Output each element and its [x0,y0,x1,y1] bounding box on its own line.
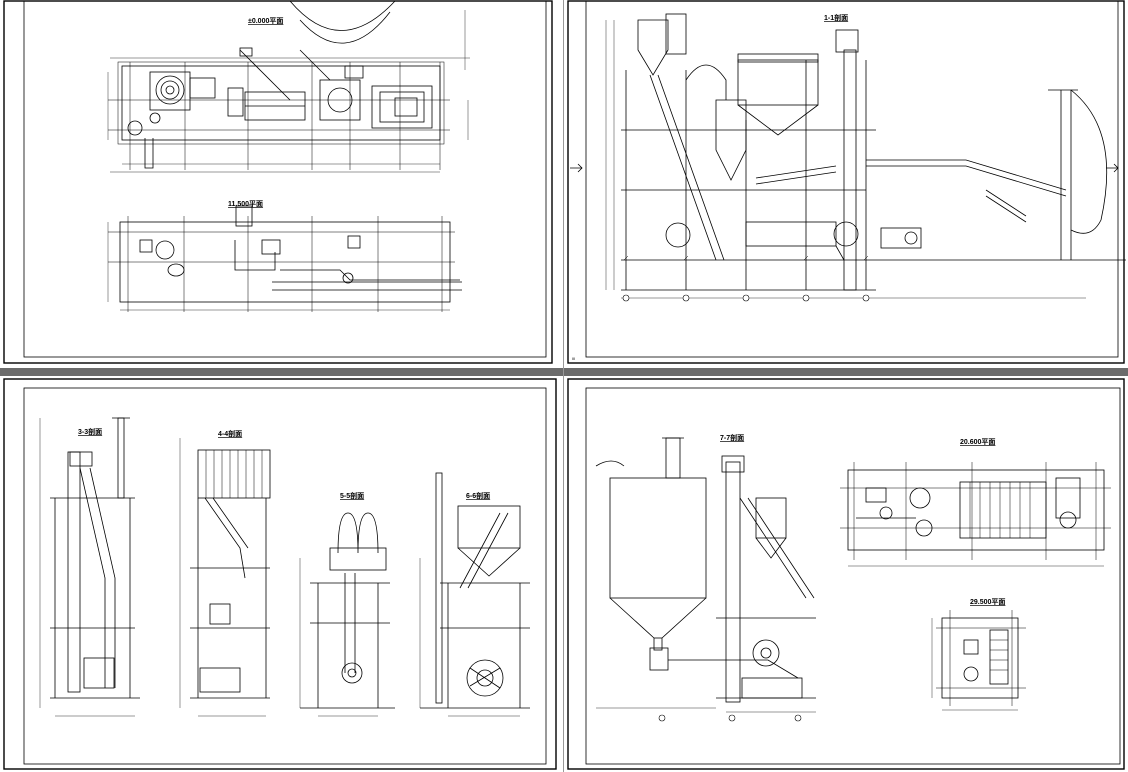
section-1-1-dimensions [605,20,1086,299]
plan-11500-equipment [139,205,462,291]
plan-ground-equipment [127,47,433,169]
bottom-left-dimensions [39,418,520,717]
plan-11500-title: 11.500平面 [228,200,263,208]
sheet-bottom-right[interactable]: 7-7剖面 20.600平面 [566,378,1128,772]
plan-ground-outline [121,65,441,141]
frame-outer [3,378,557,770]
section-6-6-structure [420,472,530,709]
page-marker: III [572,356,575,361]
section-3-3-title: 3-3剖面 [78,427,102,436]
plan-ground-title: ±0.000平面 [248,17,283,25]
section-7-7-elevator [716,455,816,703]
section-1-1-title: 1-1剖面 [824,13,848,22]
section-5-5-structure [300,512,395,709]
sheet-divider-line [563,0,564,772]
bottom-left-drawing: 3-3剖面 4-4剖面 5-5剖面 [3,378,557,770]
frame-inner [23,0,547,358]
section-7-7-title: 7-7剖面 [720,433,744,442]
section-1-1-structure [621,13,1126,291]
sheet-top-left[interactable]: ±0.000平面 [0,0,560,366]
frame-outer [3,0,553,364]
plan-ground-grid [108,62,450,170]
frame-outer [567,378,1125,770]
plan-20600-title: 20.600平面 [960,438,995,446]
section-6-6-title: 6-6剖面 [466,491,490,500]
sheet-divider-bar [0,368,1128,376]
silo-circle-arc [289,0,396,31]
frame-inner [23,387,547,765]
section-5-5-title: 5-5剖面 [340,491,364,500]
sheet-top-right[interactable]: 1-1剖面 III [566,0,1128,366]
section-1-1-hatching [623,255,869,261]
plan-20600-outline [847,469,1105,551]
top-left-drawing: ±0.000平面 [3,0,553,364]
bottom-right-drawing: 7-7剖面 20.600平面 [567,378,1125,770]
sheet-bottom-left[interactable]: 3-3剖面 4-4剖面 5-5剖面 [0,378,560,772]
section-1-1-grid-bubbles [622,294,870,302]
frame-inner [585,0,1119,358]
section-3-3-structure [50,417,140,699]
plan-29500-equipment [963,629,1009,685]
plan-20600-equipment [856,477,1081,539]
section-7-7-silo [595,437,799,679]
plan-29500-outline [941,617,1019,699]
plan-29500-title: 29.500平面 [970,598,1005,606]
frame-inner [585,387,1121,765]
plan-ground-dimensions [107,72,469,165]
section-4-4-structure [190,449,271,699]
section-4-4-title: 4-4剖面 [218,429,242,438]
top-right-drawing: 1-1剖面 III [567,0,1126,364]
